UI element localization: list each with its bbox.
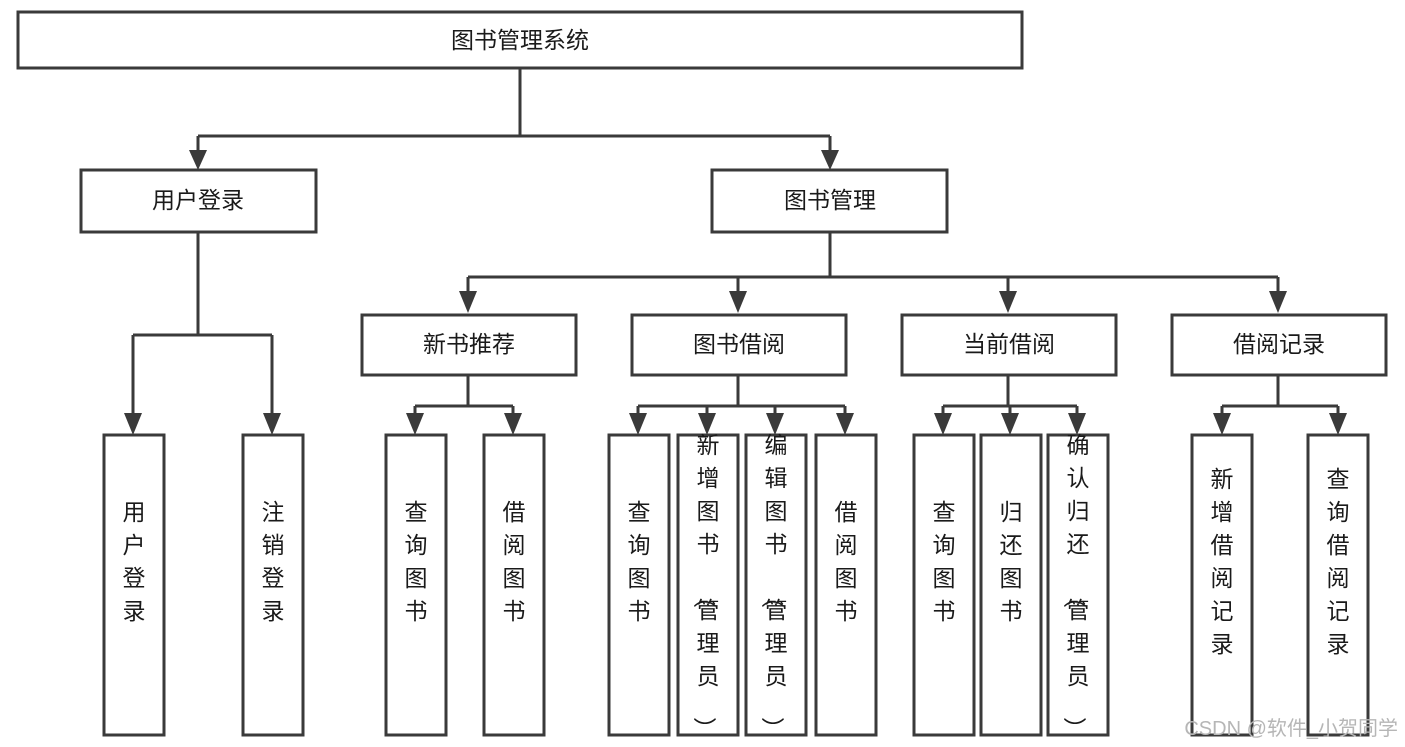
leaf-bb-query-book-box[interactable] xyxy=(607,433,671,737)
arrow-head-bb-leaf-3 xyxy=(766,413,784,435)
leaf-cb-confirm-return-label: 确认归还（管理员） xyxy=(1062,432,1090,740)
leaf-node-cb-confirm-return[interactable]: 确认归还（管理员） xyxy=(1046,432,1110,740)
leaf-br-query-record-label: 查询借阅记录 xyxy=(1327,466,1350,657)
leaf-bb-add-book-label: 新增图书（管理员） xyxy=(692,432,720,740)
arrow-head-book-management xyxy=(821,150,839,170)
leaf-node-bb-add-book[interactable]: 新增图书（管理员） xyxy=(676,432,740,740)
arrow-head-leaf-logout xyxy=(263,413,281,435)
leaf-node-nbr-borrow-book[interactable]: 借阅图书 xyxy=(482,433,546,737)
leaf-bb-edit-book-label: 编辑图书（管理员） xyxy=(760,432,788,740)
leaf-nbr-borrow-book-label: 借阅图书 xyxy=(503,499,526,624)
leaf-nbr-borrow-book-box[interactable] xyxy=(482,433,546,737)
arrow-head-new-book-recommend xyxy=(459,291,477,313)
leaf-user-login-box[interactable] xyxy=(102,433,166,737)
node-current-borrow-box[interactable] xyxy=(900,313,1118,377)
leaf-node-cb-return-book[interactable]: 归还图书 xyxy=(979,433,1043,737)
leaf-node-bb-edit-book[interactable]: 编辑图书（管理员） xyxy=(744,432,808,740)
csdn-watermark: CSDN @软件_小贺同学 xyxy=(1184,717,1398,740)
arrow-head-book-borrow xyxy=(729,291,747,313)
arrow-head-cb-leaf-2 xyxy=(1001,413,1019,435)
arrow-head-nbr-leaf-1 xyxy=(406,413,424,435)
arrow-head-cb-leaf-1 xyxy=(934,413,952,435)
node-book-management[interactable]: 图书管理 xyxy=(710,168,949,234)
arrow-head-leaf-user-login xyxy=(124,413,142,435)
leaf-cb-return-book-box[interactable] xyxy=(979,433,1043,737)
node-root-label: 图书管理系统 xyxy=(451,27,589,53)
node-new-book-recommend[interactable]: 新书推荐 xyxy=(360,313,578,377)
leaf-node-bb-borrow-book[interactable]: 借阅图书 xyxy=(814,433,878,737)
arrow-head-current-borrow xyxy=(999,291,1017,313)
arrow-head-cb-leaf-3 xyxy=(1068,413,1086,435)
node-book-borrow-label: 图书借阅 xyxy=(693,331,785,357)
leaf-bb-edit-book-box[interactable] xyxy=(744,433,808,737)
node-root-box[interactable] xyxy=(16,10,1024,70)
node-book-borrow-box[interactable] xyxy=(630,313,848,377)
leaf-cb-confirm-return-box[interactable] xyxy=(1046,433,1110,737)
leaf-br-query-record-box[interactable] xyxy=(1306,433,1370,737)
leaf-cb-query-book-label: 查询图书 xyxy=(933,499,956,624)
node-borrow-record-label: 借阅记录 xyxy=(1233,331,1325,357)
leaf-node-br-add-record[interactable]: 新增借阅记录 xyxy=(1190,433,1254,737)
node-user-login-box[interactable] xyxy=(79,168,318,234)
leaf-bb-add-book-box[interactable] xyxy=(676,433,740,737)
leaf-logout-label: 注销登录 xyxy=(262,499,285,624)
leaf-nbr-query-book-box[interactable] xyxy=(384,433,448,737)
leaf-cb-query-book-box[interactable] xyxy=(912,433,976,737)
leaf-bb-query-book-label: 查询图书 xyxy=(628,499,651,624)
leaf-node-br-query-record[interactable]: 查询借阅记录 xyxy=(1306,433,1370,737)
leaf-nbr-query-book-label: 查询图书 xyxy=(405,499,428,624)
leaf-node-logout[interactable]: 注销登录 xyxy=(241,433,305,737)
arrow-head-bb-leaf-1 xyxy=(629,413,647,435)
node-root-book-management-system[interactable]: 图书管理系统 xyxy=(16,10,1024,70)
node-current-borrow-label: 当前借阅 xyxy=(963,331,1055,357)
node-current-borrow[interactable]: 当前借阅 xyxy=(900,313,1118,377)
node-book-borrow[interactable]: 图书借阅 xyxy=(630,313,848,377)
node-book-management-box[interactable] xyxy=(710,168,949,234)
leaf-node-bb-query-book[interactable]: 查询图书 xyxy=(607,433,671,737)
leaf-user-login-label: 用户登录 xyxy=(123,499,146,624)
leaf-node-nbr-query-book[interactable]: 查询图书 xyxy=(384,433,448,737)
leaf-bb-borrow-book-box[interactable] xyxy=(814,433,878,737)
arrow-head-bb-leaf-2 xyxy=(698,413,716,435)
connector-group xyxy=(124,68,1347,435)
node-borrow-record[interactable]: 借阅记录 xyxy=(1170,313,1388,377)
leaf-node-cb-query-book[interactable]: 查询图书 xyxy=(912,433,976,737)
node-user-login[interactable]: 用户登录 xyxy=(79,168,318,234)
arrow-head-borrow-record xyxy=(1269,291,1287,313)
arrow-head-br-leaf-2 xyxy=(1329,413,1347,435)
node-user-login-label: 用户登录 xyxy=(152,187,244,213)
leaf-cb-return-book-label: 归还图书 xyxy=(1000,499,1023,624)
arrow-head-user-login xyxy=(189,150,207,170)
leaf-bb-borrow-book-label: 借阅图书 xyxy=(835,499,858,624)
leaf-node-user-login[interactable]: 用户登录 xyxy=(102,433,166,737)
leaf-br-add-record-box[interactable] xyxy=(1190,433,1254,737)
node-borrow-record-box[interactable] xyxy=(1170,313,1388,377)
node-new-book-recommend-label: 新书推荐 xyxy=(423,331,515,357)
leaf-br-add-record-label: 新增借阅记录 xyxy=(1211,466,1234,657)
arrow-head-bb-leaf-4 xyxy=(836,413,854,435)
leaf-logout-box[interactable] xyxy=(241,433,305,737)
arrow-head-nbr-leaf-2 xyxy=(504,413,522,435)
arrow-head-br-leaf-1 xyxy=(1213,413,1231,435)
node-book-management-label: 图书管理 xyxy=(784,187,876,213)
node-new-book-recommend-box[interactable] xyxy=(360,313,578,377)
